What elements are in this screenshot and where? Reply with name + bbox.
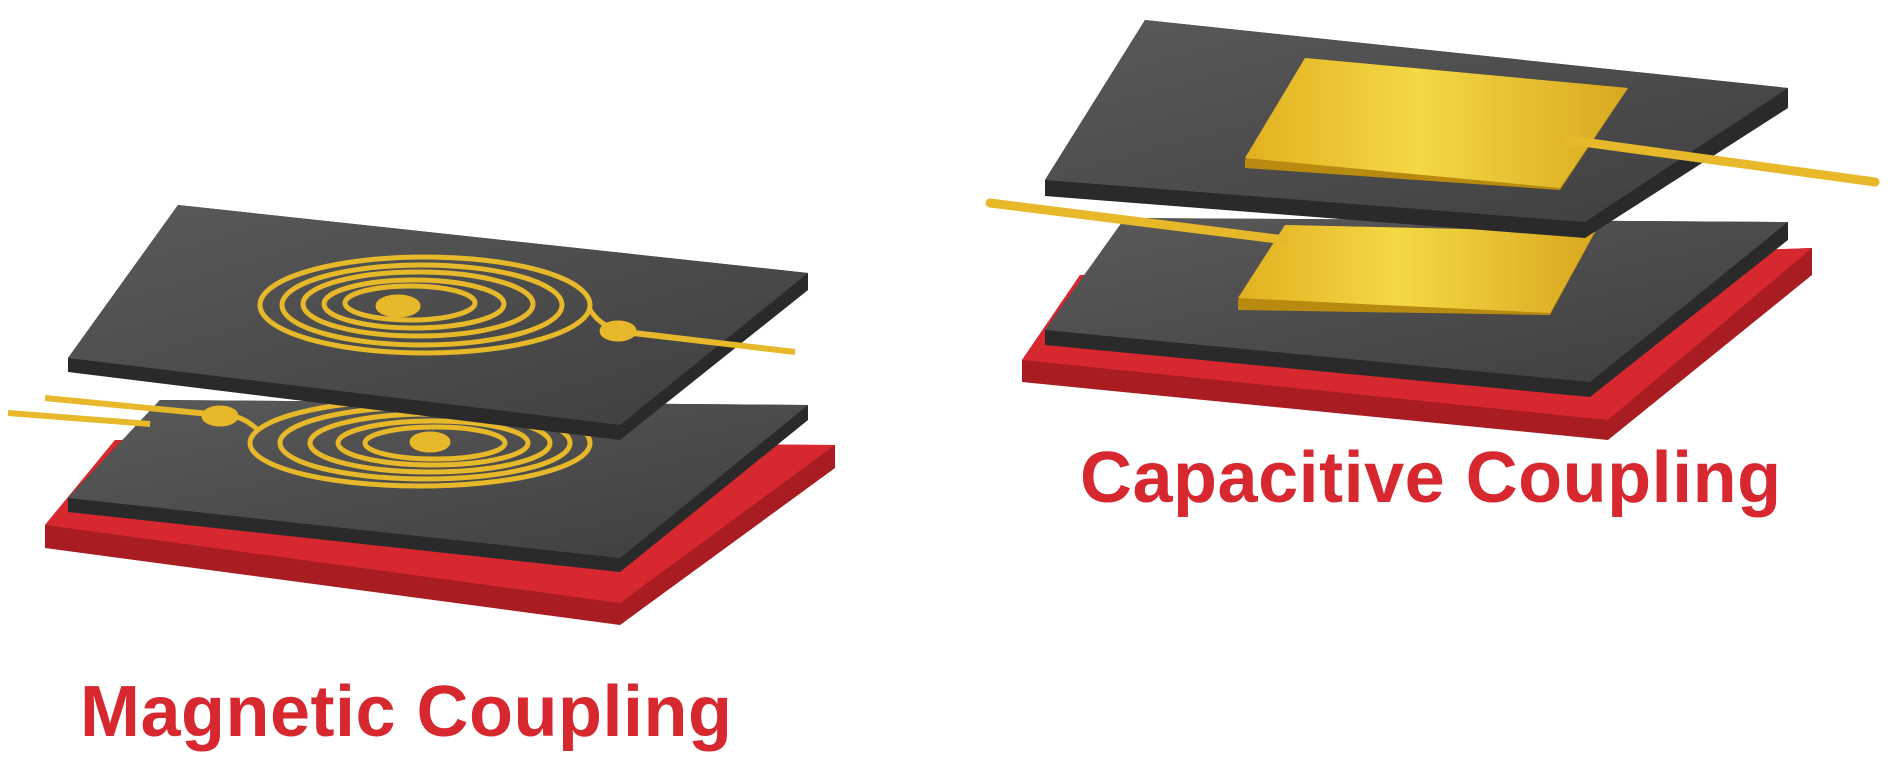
capacitive-coupling-diagram (985, 20, 1880, 440)
magnetic-coupling-label: Magnetic Coupling (80, 672, 733, 752)
magnetic-upper-board (68, 205, 808, 440)
capacitive-coupling-label: Capacitive Coupling (1080, 438, 1782, 518)
upper-spiral-coil-icon (257, 254, 796, 356)
lower-capacitor-plate-icon (985, 198, 1595, 315)
upper-capacitor-plate-icon (1245, 58, 1880, 190)
lower-spiral-coil-icon (7, 395, 593, 489)
magnetic-coupling-diagram (7, 205, 835, 625)
